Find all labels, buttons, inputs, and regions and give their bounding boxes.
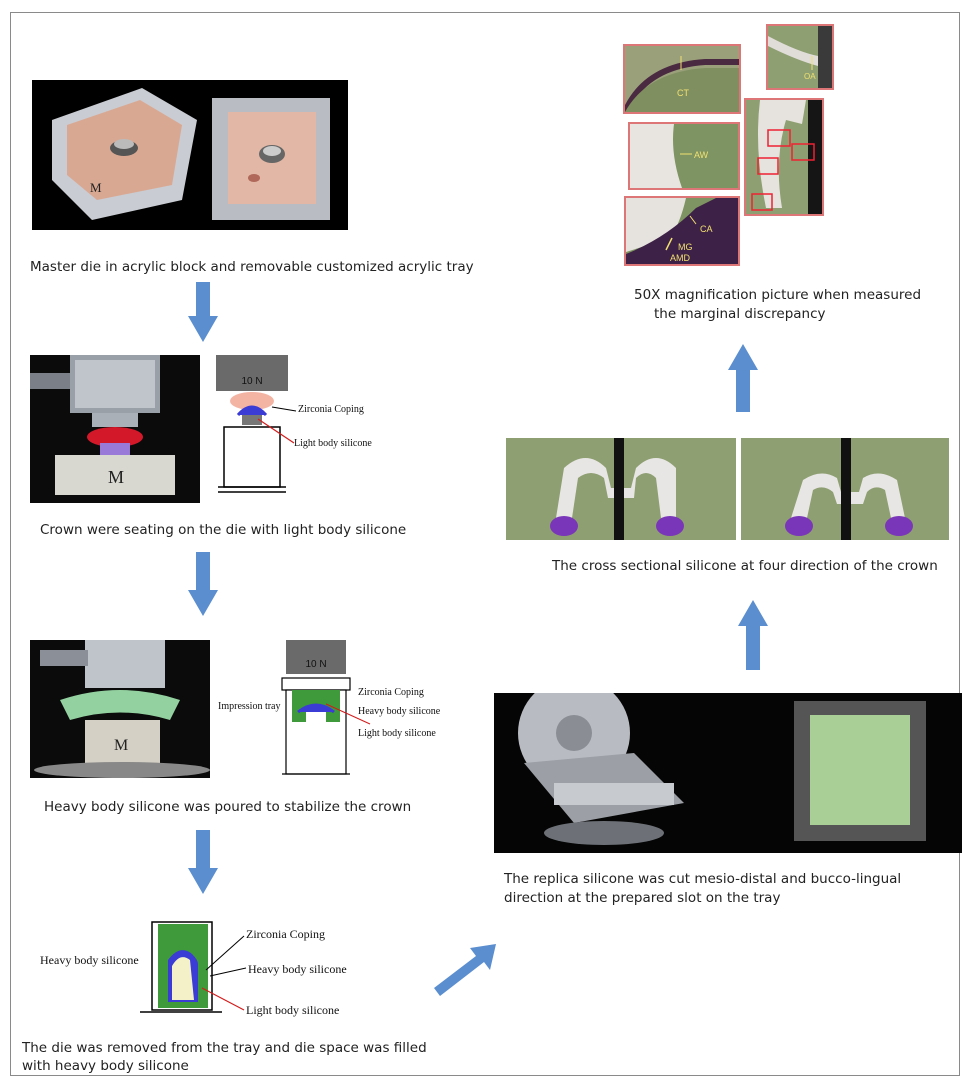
label-zirconia-1: Zirconia Coping <box>298 404 364 415</box>
caption-step7-line2: the marginal discrepancy <box>654 306 826 322</box>
caption-step2: Crown were seating on the die with light… <box>40 522 407 538</box>
arrow-down-1 <box>188 282 218 342</box>
label-light-3: Light body silicone <box>246 1003 340 1017</box>
label-light-1: Light body silicone <box>294 438 372 449</box>
caption-step7-line1: 50X magnification picture when measured <box>634 287 922 303</box>
arrow-down-3 <box>188 830 218 894</box>
micro-label-aw: AW <box>694 150 709 160</box>
arrow-up-1 <box>738 600 768 670</box>
figure-frame <box>10 12 960 1076</box>
step4-leader-lines <box>201 935 247 1011</box>
micro-label-amd: AMD <box>670 253 690 263</box>
svg-text:M: M <box>108 467 124 487</box>
micro-label-ca: CA <box>700 224 713 234</box>
micro-label-oa: OA <box>804 72 816 81</box>
micro-label-ct: CT <box>677 88 689 98</box>
caption-step6: The cross sectional silicone at four dir… <box>552 558 938 574</box>
arrow-up-2 <box>728 344 758 412</box>
force-label: 10 N <box>241 376 262 387</box>
label-zirconia-3: Zirconia Coping <box>246 927 325 941</box>
label-heavy-2: Heavy body silicone <box>358 706 441 717</box>
master-die-photo: M <box>32 80 348 230</box>
caption-step5-line2: direction at the prepared slot on the tr… <box>504 890 781 906</box>
svg-text:M: M <box>114 737 128 754</box>
caption-step5-line1: The replica silicone was cut mesio-dista… <box>504 871 902 887</box>
force-label-2: 10 N <box>305 659 326 670</box>
heavy-pour-diagram: 10 N <box>280 640 380 780</box>
cross-section-photo-2 <box>741 438 949 540</box>
micrograph-oa: OA <box>766 24 834 90</box>
seating-photo: M <box>30 355 200 503</box>
seating-diagram: 10 N <box>214 355 414 500</box>
caption-step4-line2: with heavy body silicone <box>22 1058 189 1074</box>
caption-step3: Heavy body silicone was poured to stabil… <box>44 799 412 815</box>
arrow-diagonal <box>434 944 496 996</box>
caption-step1: Master die in acrylic block and removabl… <box>30 259 474 275</box>
die-space-diagram <box>140 920 240 1020</box>
micro-label-mg: MG <box>678 242 693 252</box>
label-heavy-3b: Heavy body silicone <box>248 962 347 976</box>
cross-section-photo-1 <box>506 438 736 540</box>
micrograph-overview <box>744 98 824 216</box>
label-zirconia-2: Zirconia Coping <box>358 687 424 698</box>
svg-text:M: M <box>90 180 102 195</box>
micrograph-aw: AW <box>628 122 740 190</box>
arrow-down-2 <box>188 552 218 616</box>
label-heavy-3a: Heavy body silicone <box>40 953 139 967</box>
caption-step4-line1: The die was removed from the tray and di… <box>22 1040 427 1056</box>
heavy-pour-photo: M <box>30 640 210 778</box>
label-impression-tray: Impression tray <box>218 701 281 712</box>
cutting-photo <box>494 693 962 853</box>
micrograph-ct: CT <box>623 44 741 114</box>
micrograph-ca: CA MG AMD <box>624 196 740 266</box>
label-light-2: Light body silicone <box>358 728 436 739</box>
